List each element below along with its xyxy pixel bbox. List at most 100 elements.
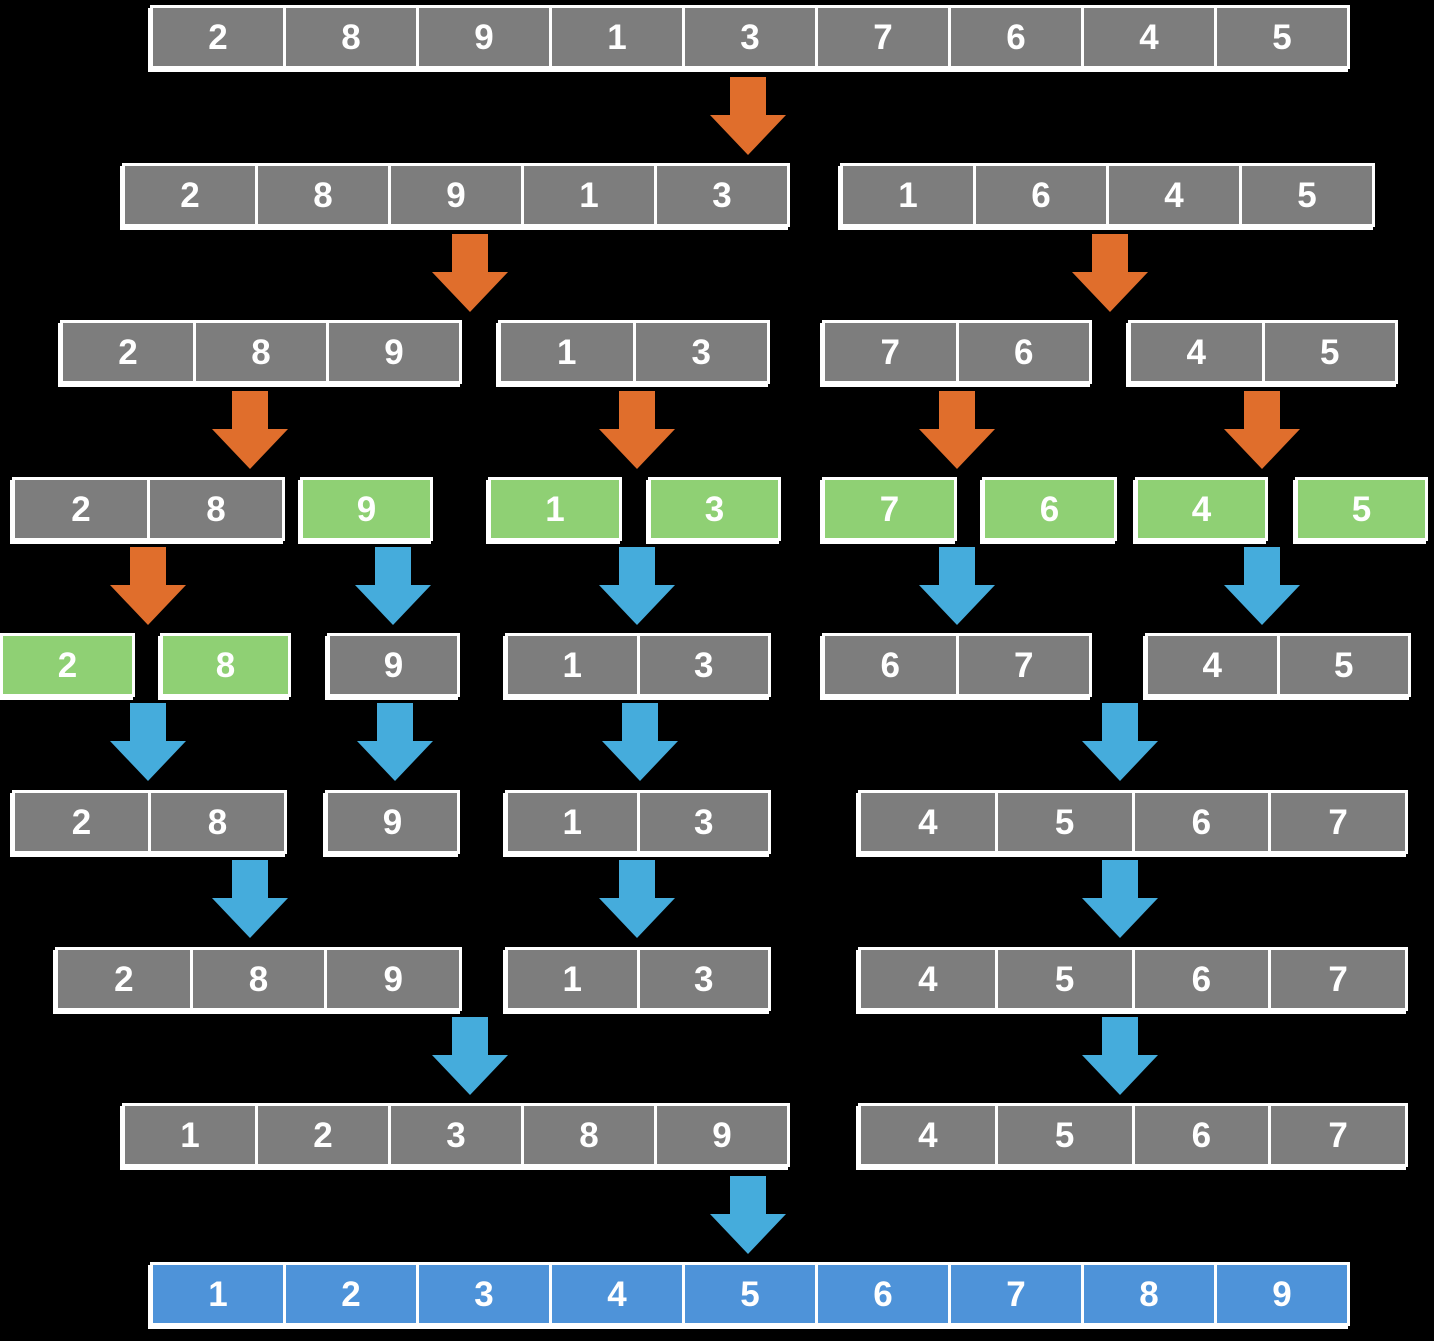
cell-value: 2 xyxy=(71,489,91,529)
blue-down-arrow-icon xyxy=(1082,860,1158,938)
array-cell: 8 xyxy=(151,793,284,851)
array-cell: 2 xyxy=(58,950,190,1008)
array-cell: 7 xyxy=(1271,793,1405,851)
cell-value: 1 xyxy=(557,332,577,372)
cell-value: 8 xyxy=(1139,1274,1159,1314)
cell-value: 4 xyxy=(1202,645,1222,685)
cell-value: 6 xyxy=(1031,175,1051,215)
array-cell: 6 xyxy=(1134,950,1269,1008)
array-cell: 6 xyxy=(1134,1106,1269,1164)
array-cell: 9 xyxy=(419,8,549,66)
array-cell: 3 xyxy=(639,793,768,851)
array-cell: 1 xyxy=(552,8,682,66)
array-cell: 2 xyxy=(15,793,148,851)
array-cell: 9 xyxy=(330,636,457,694)
array-cell: 2 xyxy=(3,636,132,694)
array-cell: 5 xyxy=(685,1265,815,1323)
cell-value: 6 xyxy=(1191,1115,1212,1155)
blue-down-arrow-icon xyxy=(710,1176,786,1254)
array-cell: 1 xyxy=(501,323,633,381)
array-cell: 4 xyxy=(1084,8,1214,66)
array-cell: 8 xyxy=(192,950,325,1008)
array-cell: 7 xyxy=(951,1265,1081,1323)
array-cell: 2 xyxy=(286,1265,416,1323)
array-level-4-2: 9 xyxy=(300,477,433,541)
cell-value: 7 xyxy=(880,332,900,372)
cell-value: 9 xyxy=(712,1115,732,1155)
array-cell: 3 xyxy=(635,323,767,381)
cell-value: 3 xyxy=(712,175,732,215)
array-cell: 3 xyxy=(639,950,768,1008)
array-cell: 7 xyxy=(825,323,956,381)
cell-value: 9 xyxy=(446,175,466,215)
cell-value: 8 xyxy=(248,959,269,999)
cell-value: 1 xyxy=(545,489,565,529)
array-cell: 6 xyxy=(985,480,1114,538)
array-cell: 4 xyxy=(861,950,995,1008)
cell-value: 9 xyxy=(384,332,404,372)
array-cell: 7 xyxy=(958,636,1089,694)
array-cell: 9 xyxy=(657,1106,787,1164)
cell-value: 4 xyxy=(918,959,938,999)
array-cell: 1 xyxy=(508,793,637,851)
cell-value: 9 xyxy=(1272,1274,1292,1314)
array-cell: 5 xyxy=(1264,323,1395,381)
cell-value: 3 xyxy=(740,17,760,57)
cell-value: 1 xyxy=(562,802,582,842)
cell-value: 4 xyxy=(1186,332,1206,372)
array-cell: 2 xyxy=(153,8,283,66)
orange-down-arrow-icon xyxy=(919,391,995,469)
cell-value: 5 xyxy=(1351,489,1372,529)
array-level-4-8: 5 xyxy=(1295,477,1428,541)
cell-value: 8 xyxy=(215,645,236,685)
orange-down-arrow-icon xyxy=(212,391,288,469)
cell-value: 5 xyxy=(1054,959,1075,999)
cell-value: 4 xyxy=(1139,17,1159,57)
array-cell: 3 xyxy=(419,1265,549,1323)
blue-down-arrow-icon xyxy=(1082,703,1158,781)
cell-value: 7 xyxy=(1328,802,1348,842)
array-cell: 4 xyxy=(1131,323,1262,381)
array-cell: 8 xyxy=(150,480,282,538)
cell-value: 6 xyxy=(1014,332,1034,372)
cell-value: 2 xyxy=(71,802,92,842)
array-cell: 6 xyxy=(958,323,1089,381)
cell-value: 1 xyxy=(562,959,582,999)
blue-down-arrow-icon xyxy=(212,860,288,938)
array-level-7-1: 2 8 9 xyxy=(55,947,462,1011)
array-cell: 9 xyxy=(328,793,457,851)
cell-value: 7 xyxy=(1014,645,1034,685)
array-cell: 5 xyxy=(1217,8,1347,66)
cell-value: 2 xyxy=(313,1115,333,1155)
array-cell: 9 xyxy=(327,950,460,1008)
orange-down-arrow-icon xyxy=(599,391,675,469)
blue-down-arrow-icon xyxy=(599,547,675,625)
array-cell: 7 xyxy=(825,480,954,538)
array-level-4-5: 7 xyxy=(822,477,957,541)
array-cell: 4 xyxy=(861,793,995,851)
array-cell: 1 xyxy=(508,950,637,1008)
array-cell: 9 xyxy=(391,166,521,224)
cell-value: 3 xyxy=(691,332,711,372)
cell-value: 8 xyxy=(341,17,361,57)
cell-value: 5 xyxy=(1054,1115,1075,1155)
array-cell: 7 xyxy=(818,8,948,66)
array-cell: 2 xyxy=(125,166,255,224)
blue-down-arrow-icon xyxy=(1224,547,1300,625)
cell-value: 5 xyxy=(1272,17,1292,57)
array-cell: 5 xyxy=(997,950,1132,1008)
array-level-4-3: 1 xyxy=(488,477,622,541)
array-cell: 4 xyxy=(1138,480,1265,538)
blue-down-arrow-icon xyxy=(432,1017,508,1095)
cell-value: 8 xyxy=(207,802,228,842)
cell-value: 9 xyxy=(383,959,403,999)
cell-value: 6 xyxy=(880,645,900,685)
cell-value: 7 xyxy=(873,17,893,57)
